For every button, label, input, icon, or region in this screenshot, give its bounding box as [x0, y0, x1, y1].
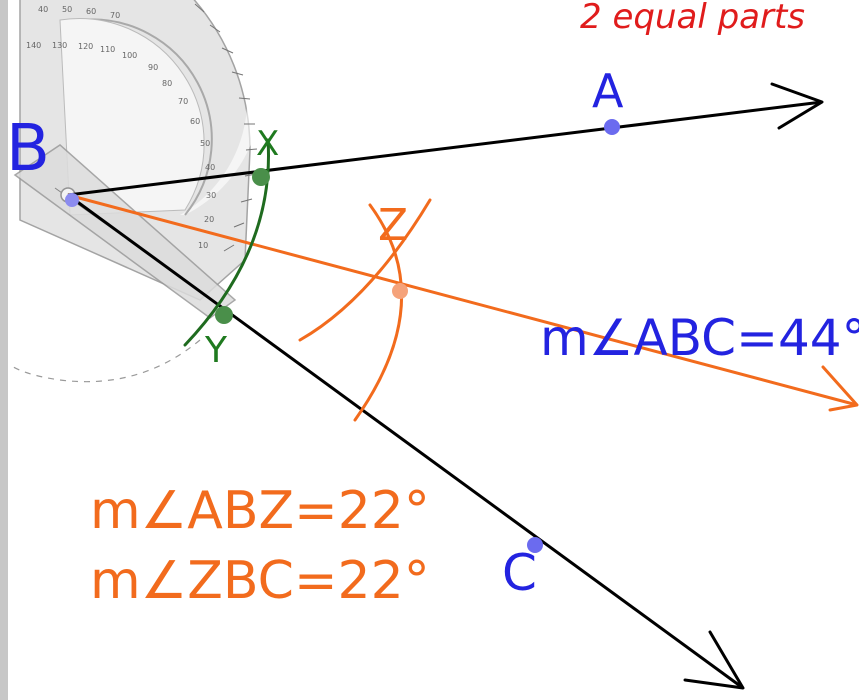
header-note: 2 equal parts [580, 0, 805, 37]
point-x-dot [252, 168, 270, 186]
arrowhead-bisector [821, 365, 859, 412]
point-a-dot [604, 119, 620, 135]
label-b: B [6, 112, 50, 186]
point-y-dot [215, 306, 233, 324]
label-y: Y [204, 330, 228, 371]
arrowhead-a [770, 82, 824, 130]
scale-inner-80: 80 [162, 79, 172, 88]
point-z-dot [392, 283, 408, 299]
construction-arc-xy [183, 138, 270, 347]
label-a: A [592, 64, 624, 118]
scale-inner-30: 30 [206, 191, 216, 200]
protractor-cutout [180, 0, 262, 215]
scale-inner-20: 20 [204, 215, 214, 224]
scale-outer-50: 50 [62, 5, 72, 14]
label-c: C [502, 544, 537, 602]
scale-inner-140: 140 [26, 41, 41, 50]
protractor-window [59, 18, 205, 216]
measure-abc: m∠ABC=44° [540, 309, 859, 367]
arrowhead-c [683, 630, 745, 690]
point-b-dot [65, 193, 79, 207]
scale-inner-50: 50 [200, 139, 210, 148]
orange-arc-1 [353, 203, 404, 422]
scale-inner-100: 100 [122, 51, 137, 60]
measure-zbc: m∠ZBC=22° [90, 551, 430, 611]
scale-inner-40: 40 [205, 163, 215, 172]
orange-arc-2 [298, 198, 432, 342]
scale-inner-90: 90 [148, 63, 158, 72]
label-x: X [256, 124, 279, 164]
protractor-ticks [194, 3, 258, 252]
scale-outer-60: 60 [86, 7, 96, 16]
scale-inner-10: 10 [198, 241, 208, 250]
label-z: Z [378, 200, 408, 251]
scale-outer-70: 70 [110, 11, 120, 20]
point-c-dot [527, 537, 543, 553]
scale-inner-130: 130 [52, 41, 67, 50]
scale-inner-110: 110 [100, 45, 115, 54]
ray-ba [67, 100, 823, 197]
ray-bc [67, 193, 744, 690]
left-scroll-border [0, 0, 8, 700]
scale-outer-40: 40 [38, 5, 48, 14]
scale-inner-60: 60 [190, 117, 200, 126]
dashed-arc [9, 339, 201, 383]
scale-inner-120: 120 [78, 42, 93, 51]
bisector-ray-bz [67, 193, 858, 407]
scale-inner-70: 70 [178, 97, 188, 106]
protractor: 40 50 60 70 140 130 120 110 100 90 80 70… [13, 0, 262, 319]
measure-abz: m∠ABZ=22° [90, 481, 430, 541]
protractor-scale-labels: 40 50 60 70 140 130 120 110 100 90 80 70… [26, 5, 216, 250]
